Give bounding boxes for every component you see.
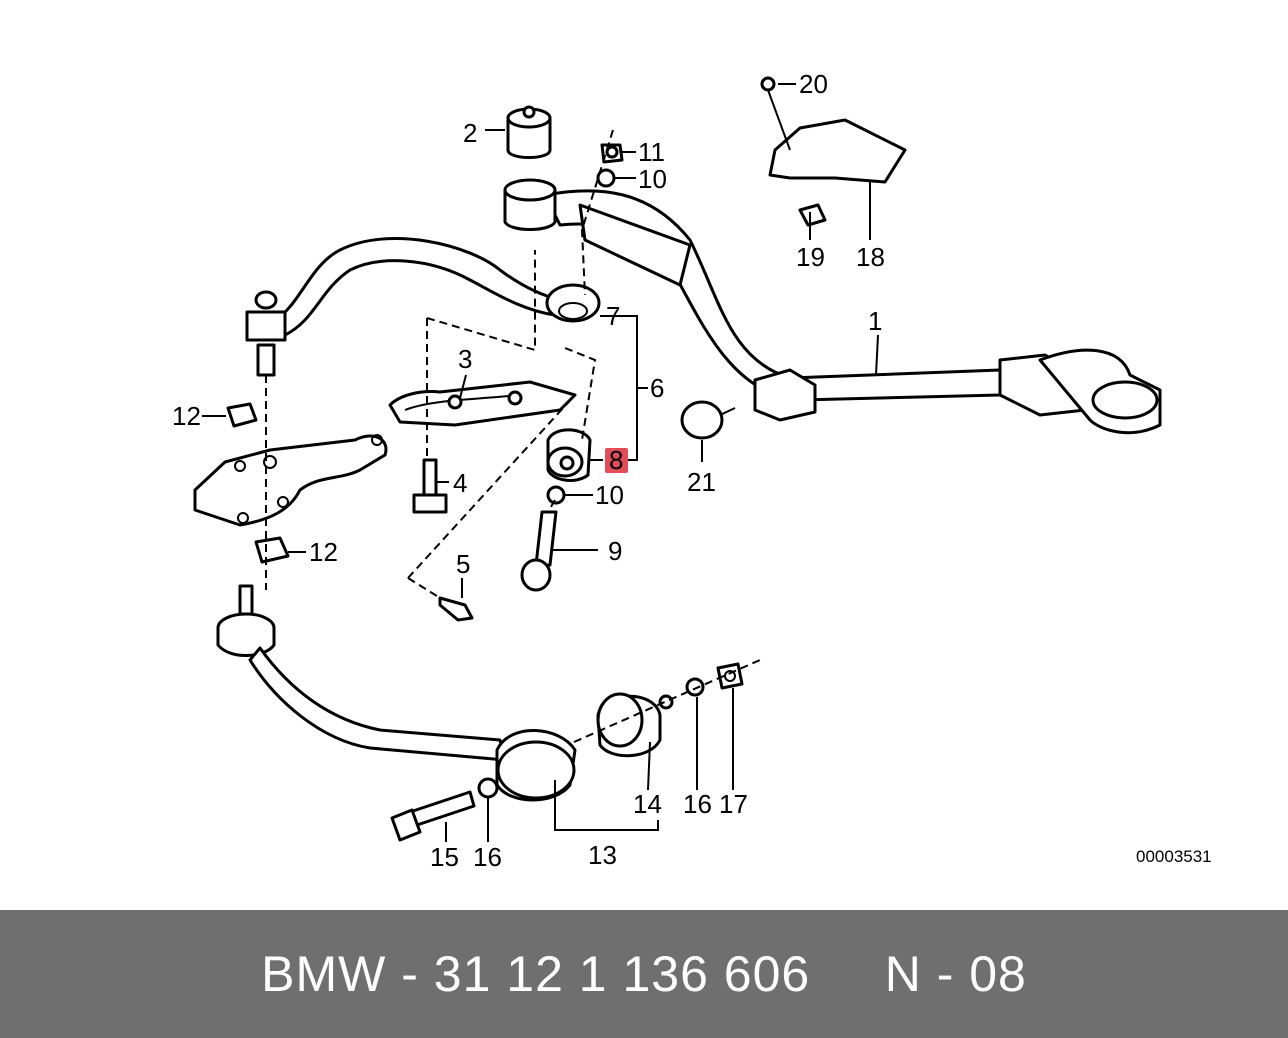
separator: - bbox=[386, 946, 434, 1002]
assembly-line-4 bbox=[407, 394, 576, 579]
callout-4: 4 bbox=[453, 468, 467, 498]
part-number: 31 12 1 136 606 bbox=[433, 946, 811, 1002]
callout-9: 9 bbox=[608, 536, 622, 566]
callout-10-lower: 10 bbox=[595, 480, 624, 510]
callout-6: 6 bbox=[650, 373, 664, 403]
bushing-part-8 bbox=[546, 428, 592, 482]
callout-10-upper: 10 bbox=[638, 164, 667, 194]
plug-part-21 bbox=[680, 400, 736, 440]
nut-part-12-upper bbox=[226, 402, 258, 428]
callout-19: 19 bbox=[796, 242, 825, 272]
parts-diagram: 1 2 3 4 5 6 7 8 9 10 10 11 12 12 13 14 1… bbox=[172, 69, 1212, 872]
washer-part-16-right bbox=[685, 677, 705, 697]
callout-5: 5 bbox=[456, 549, 470, 579]
nut-part-17 bbox=[716, 662, 744, 690]
bushing-part-2 bbox=[506, 105, 552, 159]
bracket-part-3 bbox=[388, 380, 577, 427]
assembly-line-8 bbox=[580, 129, 614, 296]
screw-part-20 bbox=[760, 76, 791, 151]
diagram-ref: N - 08 bbox=[884, 946, 1027, 1002]
assembly-line-7 bbox=[573, 659, 761, 743]
callout-1: 1 bbox=[868, 306, 882, 336]
callout-16-right: 16 bbox=[683, 789, 712, 819]
callout-3: 3 bbox=[458, 344, 472, 374]
bolt-part-5 bbox=[438, 596, 474, 622]
callout-7: 7 bbox=[606, 301, 620, 331]
washer-part-16-left bbox=[477, 777, 499, 799]
diagram-code: 00003531 bbox=[1136, 847, 1212, 866]
bushing-part-14 bbox=[596, 692, 674, 758]
nut-part-12-lower bbox=[254, 536, 290, 564]
control-arm bbox=[216, 584, 577, 802]
assembly-line-9 bbox=[547, 499, 556, 513]
bolt-part-4 bbox=[412, 458, 448, 514]
callout-18: 18 bbox=[856, 242, 885, 272]
steering-plate bbox=[193, 434, 388, 527]
gap bbox=[810, 945, 884, 1003]
callout-12-upper: 12 bbox=[172, 401, 201, 431]
callout-2: 2 bbox=[463, 118, 477, 148]
callout-13: 13 bbox=[588, 840, 617, 870]
assembly-line-5 bbox=[407, 577, 441, 599]
part-number-banner: BMW - 31 12 1 136 606 N - 08 bbox=[0, 910, 1288, 1038]
callout-8: 8 bbox=[609, 445, 623, 475]
washer-part-10-lower bbox=[546, 485, 566, 505]
callout-21: 21 bbox=[687, 467, 716, 497]
bolt-part-9 bbox=[520, 510, 558, 592]
clip-part-19 bbox=[798, 203, 827, 227]
callout-17: 17 bbox=[719, 789, 748, 819]
callout-14: 14 bbox=[633, 789, 662, 819]
assembly-line-3 bbox=[564, 347, 597, 441]
callout-16-left: 16 bbox=[473, 842, 502, 872]
callout-12-lower: 12 bbox=[309, 537, 338, 567]
callout-20: 20 bbox=[799, 69, 828, 99]
cover-part-18 bbox=[768, 118, 907, 184]
nut-part-11 bbox=[600, 143, 624, 164]
bolt-part-15 bbox=[390, 790, 476, 842]
brand-label: BMW bbox=[261, 946, 387, 1002]
crossmember-part-1 bbox=[245, 178, 1162, 435]
callout-11: 11 bbox=[638, 137, 665, 167]
highlight-box-8 bbox=[605, 448, 628, 473]
callout-15: 15 bbox=[430, 842, 459, 872]
